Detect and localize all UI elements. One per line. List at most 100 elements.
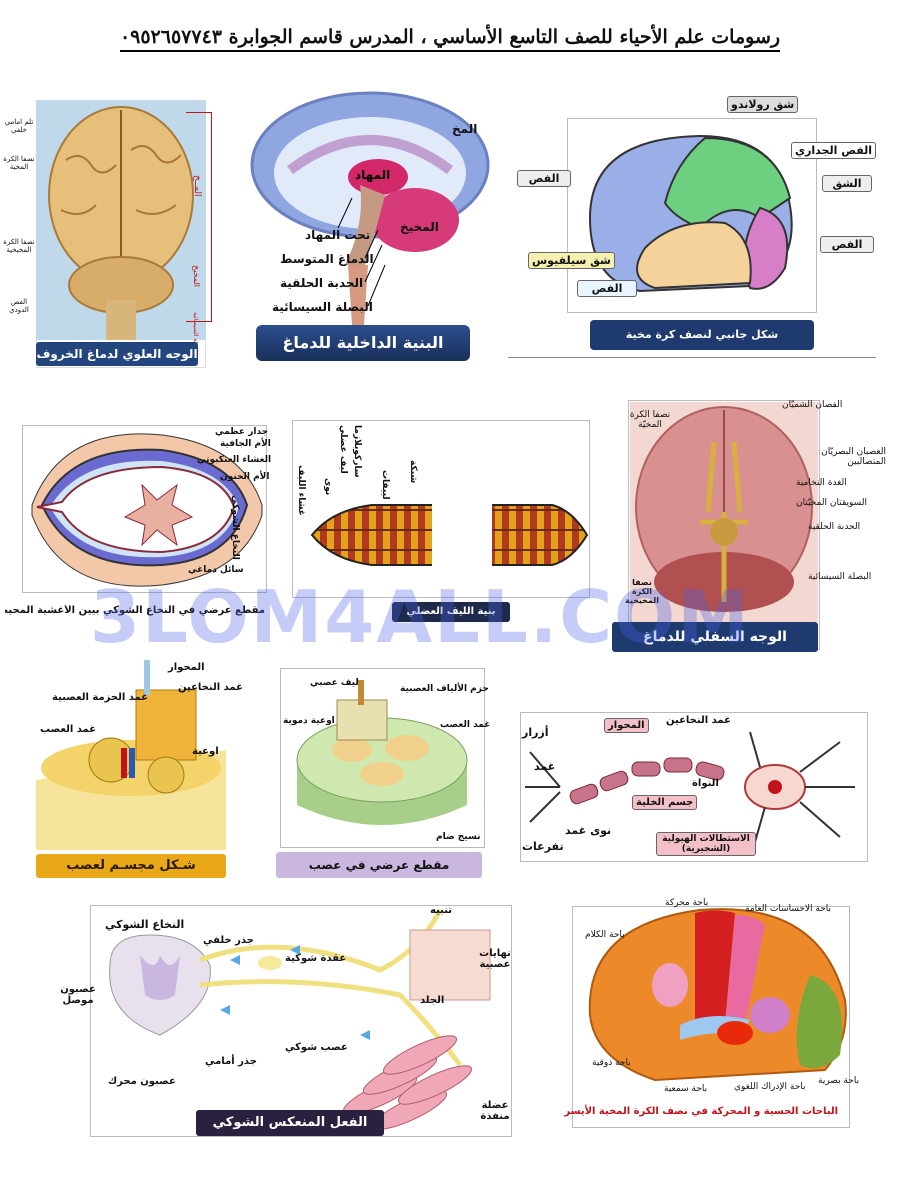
nerve3d-label-bundle-sheath: غمد الحزمة العصبية [52, 692, 149, 703]
neuron-label-branches: تفرعات [522, 840, 564, 853]
cross-label-sheath: غمد العصب [440, 720, 491, 730]
areas-caption: الباحات الحسية و المحركة في نصف الكرة ال… [564, 1106, 838, 1117]
nerve3d-label-myelin: غمد النخاعين [178, 682, 243, 693]
reflex-label-effector: عضلة منفذة [480, 1100, 510, 1122]
nerve-3d-caption: شـكل مجسـم لعصب [36, 854, 226, 878]
neuron-label-sheath: غمد [534, 760, 556, 773]
areas-label-somatosensory: باحة الاحساسات العامة [745, 904, 832, 914]
internal-brain-illustration [250, 91, 490, 325]
nerve3d-label-nerve-sheath: غمد العصب [40, 724, 97, 735]
sheep-brain-caption: الوجه العلوي لدماغ الخروف [36, 342, 198, 366]
inferior-label-pons: الحدبة الحلقية [808, 522, 861, 532]
spinal-label-csf: سائل دماغي [188, 565, 244, 575]
inferior-label-optic: العصبان البصريّان المتصالبين [821, 447, 886, 467]
reflex-label-ganglion: عقدة شوكية [285, 953, 347, 964]
muscle-fiber-illustration [310, 500, 589, 570]
lateral-label-temporal: الفص [577, 280, 637, 297]
fiber-label-muscle-fiber: ليف عضلي [338, 425, 348, 474]
lateral-label-occipital: الفص [820, 236, 874, 253]
neuron-label-cell-body: جسم الخلية [632, 795, 698, 810]
neuron-label-buttons: أزرار [522, 726, 549, 739]
inferior-brain-caption: الوجه السفلي للدماغ [612, 622, 818, 652]
lateral-label-frontal: الفص [517, 170, 571, 187]
lateral-brain-illustration [588, 134, 793, 293]
spinal-label-dura: الأم الجافية [220, 439, 271, 449]
spinal-section-caption: مقطع عرضي في النخاع الشوكي بيين الأغشية … [5, 605, 265, 616]
reflex-label-spinal-cord: النخاع الشوكي [105, 918, 185, 931]
inferior-brain-illustration [630, 402, 818, 622]
internal-label-hypothalamus: تحت المهاد [305, 228, 371, 242]
cross-label-vessels: اوعية دموية [283, 716, 335, 726]
reflex-caption: الفعل المنعكس الشوكي [196, 1110, 384, 1136]
areas-label-auditory: باحة سمعية [664, 1084, 708, 1094]
spinal-section-illustration [31, 433, 263, 587]
sheep-side-label-medulla: البصلة السيسائية [192, 312, 199, 355]
cross-label-connective: نسيج ضام [436, 832, 481, 842]
areas-label-taste: باحة ذوقية [592, 1058, 631, 1068]
fiber-label-myofibrils: لييفات [380, 470, 390, 500]
neuron-label-dendrites: الاستطالات الهيولية (الشجيرية) [656, 832, 756, 856]
lateral-label-sylvius: شق سيلفيوس [528, 252, 615, 269]
inferior-label-cerebral: نصفا الكرة المخيّة [629, 410, 671, 430]
reflex-label-interneuron: عصبون موصل [60, 984, 96, 1006]
page-title: رسومات علم الأحياء للصف التاسع الأساسي ،… [0, 26, 900, 52]
internal-label-medulla: البصلة السيسائية [272, 300, 373, 314]
sheep-side-label-cerebellum: المخيخ [192, 265, 201, 288]
sheep-label-fissure: تلم امامي خلفي [4, 118, 34, 134]
inferior-label-medulla: البصلة السيسائية [808, 572, 872, 582]
nerve3d-label-vessels: اوعية [192, 746, 219, 757]
fiber-label-network: شبكة [408, 460, 418, 484]
reflex-illustration [109, 908, 491, 1130]
sheep-label-cerebral-hemispheres: نصفا الكرة المخية [3, 155, 35, 171]
internal-label-midbrain: الدماغ المتوسط [280, 252, 374, 266]
neuron-label-myelin: غمد النخاعين [666, 715, 731, 726]
internal-label-thalamus: المهاد [355, 168, 391, 182]
areas-illustration [588, 908, 847, 1082]
nerve-cross-caption: مقطع عرضي في عصب [276, 852, 482, 878]
lateral-label-rolando: شق رولاندو [727, 96, 799, 113]
cross-label-fiber: ليف عصبي [310, 678, 359, 688]
internal-label-cerebellum: المخيخ [400, 220, 439, 234]
internal-label-pons: الحدبة الحلقية [280, 276, 364, 290]
internal-brain-caption: البنية الداخلية للدماغ [256, 325, 470, 361]
lateral-brain-caption: شكل جانبي لنصف كرة مخية [590, 320, 814, 350]
inferior-label-peduncles: السويقتان المخيّتان [796, 498, 867, 508]
reflex-label-ventral-root: جذر أمامي [205, 1056, 257, 1067]
sheep-label-cerebellar-hemispheres: نصفا الكرة المخيخية [3, 238, 35, 254]
sheep-side-label-cerebrum: المــخ [192, 175, 202, 197]
muscle-fiber-caption: بنية الليف العضلي المخطط [392, 602, 510, 637]
lateral-label-parietal: الفص الجداري [791, 142, 877, 159]
spinal-label-pia: الأم الحنون [220, 472, 270, 482]
fiber-label-sarcoplasm: ساركوبلازما [352, 425, 362, 478]
watermark: 3LOM4ALL.COM [90, 575, 751, 659]
nerve3d-label-axon: المحوار [168, 662, 205, 673]
sheep-side-bracket [186, 112, 212, 322]
lateral-divider [508, 357, 876, 358]
inferior-label-olfactory: الفصان الشميّان [782, 400, 843, 410]
internal-leader-lines [337, 197, 386, 307]
areas-label-motor: باحة محركة [665, 898, 709, 908]
reflex-label-motor-neuron: عصبون محرك [108, 1076, 176, 1087]
areas-label-visual: باحة بصرية [818, 1076, 860, 1086]
reflex-label-spinal-nerve: عصب شوكي [285, 1042, 348, 1053]
reflex-label-stimulus: تنبيه [430, 905, 453, 916]
fiber-label-nuclei: نوى [323, 478, 333, 496]
inferior-label-cerebellar: نصفا الكرة المخيخية [624, 578, 660, 605]
inferior-label-pituitary: الغدة النخامية [796, 478, 847, 488]
nerve-cross-illustration [296, 680, 468, 825]
internal-label-cerebrum: المخ [452, 122, 478, 136]
sheep-brain-illustration [36, 100, 206, 340]
areas-label-speech: باحة الكلام [585, 930, 625, 940]
reflex-label-dorsal-root: جذر خلفي [203, 935, 254, 946]
neuron-illustration [525, 731, 855, 843]
spinal-label-arachnoid: الغشاء العنكبوتي [197, 455, 272, 465]
lateral-label-fissure: الشق [822, 175, 872, 192]
nerve-3d-illustration [36, 660, 226, 850]
cross-label-bundles: حزم الألياف العصبية [400, 684, 489, 694]
spinal-label-bone: جدار عظمي [215, 427, 269, 437]
fiber-label-sarcolemma: غشاء الليف [296, 465, 306, 516]
neuron-label-axon: المحوار [604, 718, 649, 733]
spinal-label-cord: النخاع الشوكي [230, 495, 240, 560]
neuron-label-schwann: نوى غمد [565, 824, 612, 837]
sheep-label-vermis: الفص الدودي [9, 298, 29, 314]
